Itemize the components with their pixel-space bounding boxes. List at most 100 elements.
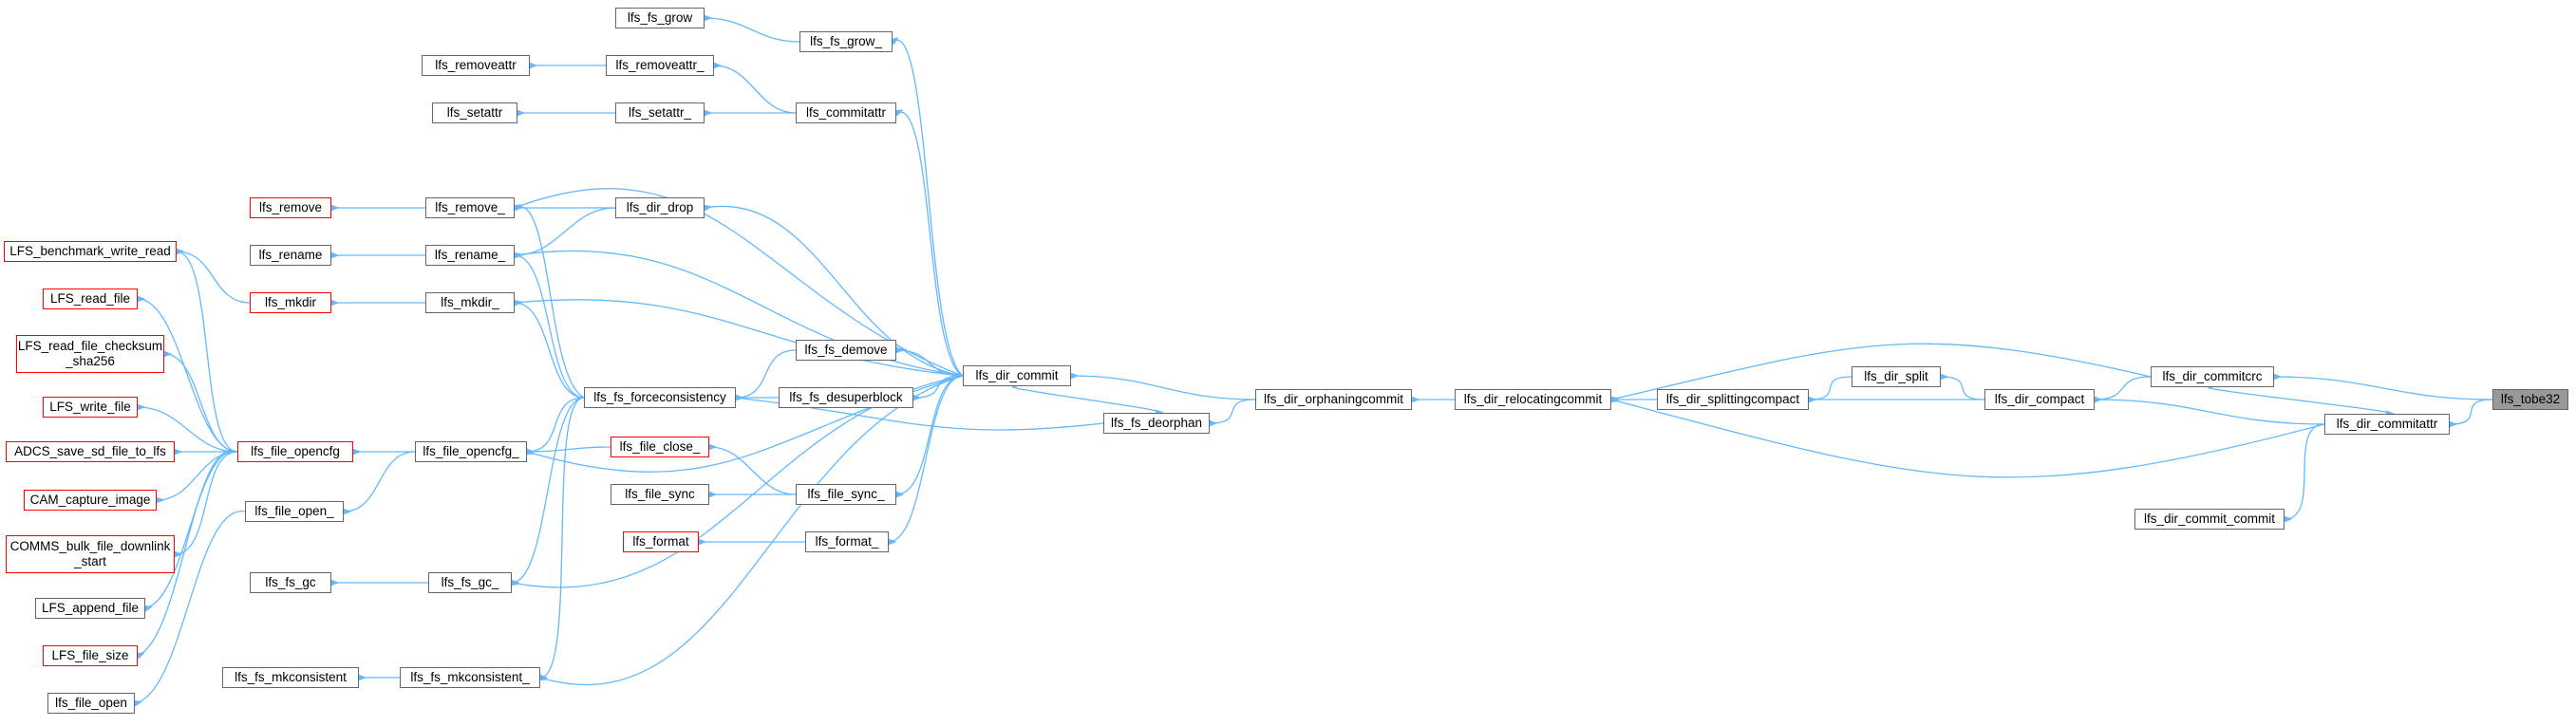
node-lfs-fs-grow[interactable]: lfs_fs_grow (615, 8, 705, 28)
edge-lfs_fs_gc_-to-lfs_fs_forceconsistency (511, 397, 585, 586)
node-label: lfs_file_open (55, 695, 127, 710)
node-lfs-dir-commit-commit[interactable]: lfs_dir_commit_commit (2134, 509, 2285, 530)
node-label: lfs_dir_commit_commit (2143, 511, 2276, 526)
node-label: lfs_fs_grow (627, 9, 693, 25)
edge-lfs_dir_commitattr-to-lfs_tobe32 (2449, 399, 2493, 428)
node-label: lfs_fs_forceconsistency (593, 389, 726, 404)
node-lfs-commitattr[interactable]: lfs_commitattr (796, 102, 896, 123)
node-label: ADCS_save_sd_file_to_lfs (14, 443, 166, 458)
node-lfs-dir-drop[interactable]: lfs_dir_drop (615, 197, 705, 218)
node-lfs-remove-underscore[interactable]: lfs_remove_ (425, 197, 515, 218)
node-label: CAM_capture_image (29, 492, 151, 507)
node-label: lfs_mkdir (264, 294, 316, 309)
node-label: lfs_fs_desuperblock (789, 389, 903, 404)
node-label: lfs_dir_split (1864, 368, 1928, 383)
node-lfs-fs-deorphan[interactable]: lfs_fs_deorphan (1103, 413, 1210, 434)
node-lfs-removeattr[interactable]: lfs_removeattr (422, 55, 530, 76)
node-label: COMMS_bulk_file_downlink _start (9, 538, 171, 568)
node-lfs-mkdir[interactable]: lfs_mkdir (250, 292, 331, 313)
node-lfs-dir-commit[interactable]: lfs_dir_commit (963, 365, 1071, 386)
edge-lfs_file_open_-to-lfs_file_opencfg_ (343, 451, 416, 515)
edge-lfs_fs_mkconsistent_-to-lfs_dir_commit (538, 375, 964, 685)
edge-LFS_read_file_checksum_sha256-to-lfs_file_opencfg (163, 350, 238, 453)
node-lfs-fs-mkconsistent-underscore[interactable]: lfs_fs_mkconsistent_ (400, 667, 540, 688)
node-label: LFS_benchmark_write_read (9, 243, 171, 258)
node-lfs-file-open[interactable]: lfs_file_open (47, 693, 135, 714)
node-lfs-dir-commitcrc[interactable]: lfs_dir_commitcrc (2151, 366, 2274, 387)
node-lfs-dir-splittingcompact[interactable]: lfs_dir_splittingcompact (1657, 389, 1809, 410)
node-label: lfs_file_opencfg (251, 443, 340, 458)
node-lfs-file-size[interactable]: LFS_file_size (43, 645, 138, 666)
node-lfs-file-sync[interactable]: lfs_file_sync (611, 484, 709, 505)
node-lfs-read-file[interactable]: LFS_read_file (43, 289, 138, 309)
node-lfs-setattr[interactable]: lfs_setattr (432, 102, 517, 123)
node-lfs-setattr-underscore[interactable]: lfs_setattr_ (615, 102, 705, 123)
node-lfs-file-opencfg-underscore[interactable]: lfs_file_opencfg_ (415, 441, 527, 462)
node-lfs-dir-orphaningcommit[interactable]: lfs_dir_orphaningcommit (1255, 389, 1412, 410)
edge-lfs_commitattr-to-lfs_dir_commit (893, 109, 964, 377)
node-lfs-removeattr-underscore[interactable]: lfs_removeattr_ (606, 55, 714, 76)
node-lfs-mkdir-underscore[interactable]: lfs_mkdir_ (425, 292, 515, 313)
edge-lfs_fs_demove-to-lfs_dir_commit (895, 346, 964, 377)
node-label: lfs_fs_deorphan (1110, 415, 1203, 430)
node-lfs-dir-split[interactable]: lfs_dir_split (1852, 366, 1941, 387)
node-lfs-rename[interactable]: lfs_rename (250, 245, 331, 266)
node-label: lfs_file_sync_ (807, 486, 885, 501)
edge-lfs_mkdir_-to-lfs_fs_forceconsistency (514, 299, 585, 399)
node-label: lfs_rename_ (434, 247, 506, 262)
node-lfs-dir-relocatingcommit[interactable]: lfs_dir_relocatingcommit (1455, 389, 1611, 410)
node-label: LFS_append_file (41, 600, 140, 615)
node-lfs-dir-compact[interactable]: lfs_dir_compact (1984, 389, 2095, 410)
node-label: lfs_setattr_ (628, 104, 692, 120)
node-label: lfs_fs_mkconsistent (235, 669, 347, 684)
node-label: lfs_fs_grow_ (810, 33, 882, 48)
edge-lfs_fs_mkconsistent_-to-lfs_fs_forceconsistency (539, 397, 585, 681)
node-lfs-tobe32[interactable]: lfs_tobe32 (2492, 389, 2568, 410)
node-label: lfs_dir_commitcrc (2162, 368, 2263, 383)
node-cam-capture-image[interactable]: CAM_capture_image (24, 490, 157, 511)
node-lfs-fs-mkconsistent[interactable]: lfs_fs_mkconsistent (222, 667, 359, 688)
node-lfs-fs-forceconsistency[interactable]: lfs_fs_forceconsistency (584, 387, 736, 408)
edge-lfs_format_-to-lfs_dir_commit (888, 375, 964, 546)
edge-lfs_fs_desuperblock-to-lfs_dir_commit (912, 375, 964, 401)
node-lfs-rename-underscore[interactable]: lfs_rename_ (425, 245, 515, 266)
node-lfs-file-open-underscore[interactable]: lfs_file_open_ (245, 501, 344, 522)
node-lfs-file-close-underscore[interactable]: lfs_file_close_ (611, 437, 709, 457)
edge-lfs_dir_relocatingcommit-to-lfs_dir_commitcrc (1609, 343, 2152, 403)
edge-lfs_dir_commitcrc-to-lfs_tobe32 (2273, 373, 2493, 400)
node-lfs-fs-gc-underscore[interactable]: lfs_fs_gc_ (428, 572, 512, 593)
node-lfs-dir-commitattr[interactable]: lfs_dir_commitattr (2324, 414, 2450, 435)
edge-lfs_dir_commitattr-to-lfs_dir_commitcrc (2208, 386, 2396, 418)
node-lfs-fs-desuperblock[interactable]: lfs_fs_desuperblock (779, 387, 913, 408)
node-adcs-save-sd-file-to-lfs[interactable]: ADCS_save_sd_file_to_lfs (6, 441, 175, 462)
edge-lfs_fs_grow_-to-lfs_dir_commit (890, 37, 964, 377)
node-label: lfs_dir_commitattr (2336, 416, 2438, 431)
node-lfs-remove[interactable]: lfs_remove (250, 197, 331, 218)
node-label: LFS_file_size (51, 647, 129, 662)
node-label: lfs_fs_gc_ (441, 574, 499, 589)
node-lfs-fs-grow-underscore[interactable]: lfs_fs_grow_ (799, 31, 893, 52)
node-lfs-append-file[interactable]: LFS_append_file (35, 598, 145, 619)
node-lfs-format-underscore[interactable]: lfs_format_ (805, 531, 889, 552)
edge-lfs_file_close_-to-lfs_file_sync_ (708, 443, 797, 495)
node-lfs-benchmark-write-read[interactable]: LFS_benchmark_write_read (4, 241, 177, 262)
node-lfs-write-file[interactable]: LFS_write_file (43, 397, 138, 418)
node-comms-bulk-file-downlink-start[interactable]: COMMS_bulk_file_downlink _start (6, 535, 175, 573)
node-label: lfs_file_open_ (254, 503, 334, 518)
node-label: lfs_fs_gc (265, 574, 316, 589)
node-label: lfs_fs_demove (804, 342, 888, 357)
edge-lfs_mkdir_-to-lfs_dir_commit (513, 299, 964, 377)
node-label: lfs_removeattr_ (615, 57, 705, 72)
node-lfs-file-sync-underscore[interactable]: lfs_file_sync_ (796, 484, 896, 505)
node-lfs-read-file-checksum-sha256[interactable]: LFS_read_file_checksum _sha256 (16, 335, 164, 373)
edge-lfs_dir_splittingcompact-to-lfs_dir_split (1808, 376, 1852, 403)
node-lfs-file-opencfg[interactable]: lfs_file_opencfg (237, 441, 353, 462)
node-lfs-fs-gc[interactable]: lfs_fs_gc (250, 572, 331, 593)
edge-lfs_dir_commit_commit-to-lfs_dir_commitattr (2284, 423, 2325, 523)
edge-lfs_file_sync_-to-lfs_dir_commit (895, 375, 964, 498)
edge-lfs_dir_commit-to-lfs_dir_orphaningcommit (1070, 372, 1256, 400)
edge-lfs_file_opencfg_-to-lfs_file_close_ (526, 446, 611, 456)
node-lfs-format[interactable]: lfs_format (623, 531, 699, 552)
node-lfs-fs-demove[interactable]: lfs_fs_demove (796, 340, 896, 361)
